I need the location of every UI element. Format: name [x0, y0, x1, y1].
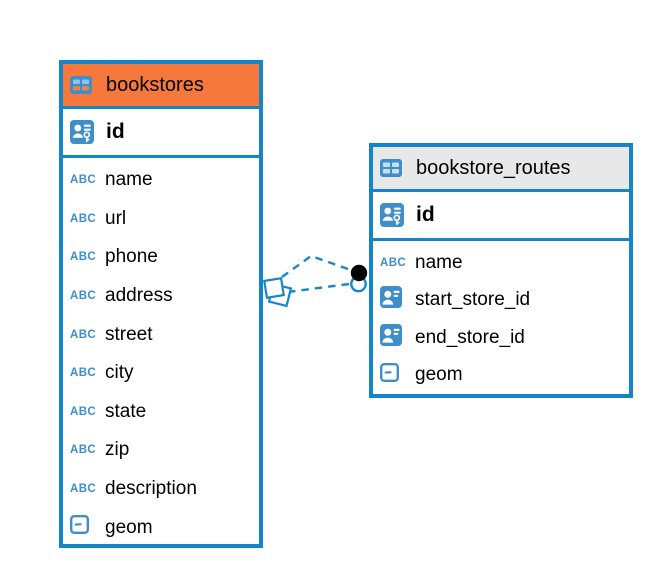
column-label: street [105, 323, 153, 345]
text-type-icon: ABC [70, 251, 97, 264]
column-type-icon-slot [380, 323, 408, 352]
column-type-icon-slot: ABC [70, 366, 98, 380]
geometry-type-icon [380, 362, 400, 388]
column-type-icon-slot: ABC [70, 173, 98, 187]
reference-type-icon [380, 323, 402, 352]
connector-circle-endpoint[interactable] [350, 264, 368, 293]
primary-key-row[interactable]: id [63, 109, 259, 158]
column-type-icon-slot [70, 515, 98, 540]
relationship-line-upper[interactable] [281, 254, 352, 278]
primary-key-row[interactable]: id [373, 192, 629, 241]
table-title: bookstore_routes [416, 156, 571, 179]
column-row-geom[interactable]: geom [373, 357, 629, 395]
relationship-lines[interactable] [281, 254, 352, 294]
text-type-icon: ABC [70, 366, 97, 380]
column-type-icon-slot: ABC [380, 256, 408, 270]
column-row-start_store_id[interactable]: start_store_id [373, 282, 629, 320]
column-type-icon-slot [380, 286, 408, 314]
table-bookstore-routes[interactable]: bookstore_routes id ABC name start_store_… [369, 143, 633, 398]
table-icon [380, 159, 408, 177]
text-type-icon: ABC [380, 256, 407, 270]
text-type-icon: ABC [70, 405, 97, 419]
primary-key-icon [380, 203, 408, 227]
column-label: geom [415, 364, 463, 386]
column-label: name [415, 251, 463, 273]
column-label: geom [105, 516, 153, 538]
column-row-geom[interactable]: geom [63, 508, 259, 544]
text-type-icon: ABC [70, 328, 97, 341]
column-type-icon-slot: ABC [70, 405, 98, 419]
geometry-type-icon [70, 515, 90, 540]
column-label: state [105, 400, 147, 422]
table-header[interactable]: bookstore_routes [373, 147, 629, 192]
column-row-end_store_id[interactable]: end_store_id [373, 319, 629, 357]
connector-diamond-endpoint[interactable] [263, 277, 293, 308]
relationship-line-lower[interactable] [287, 282, 350, 294]
column-type-icon-slot: ABC [70, 212, 98, 226]
column-row-description[interactable]: ABC description [63, 470, 259, 509]
column-label: description [105, 478, 197, 500]
column-type-icon-slot: ABC [70, 444, 98, 457]
column-row-state[interactable]: ABC state [63, 393, 259, 432]
column-row-zip[interactable]: ABC zip [63, 431, 259, 470]
table-columns: ABC name start_store_id end_store_id geom [373, 241, 629, 394]
column-label: url [105, 207, 127, 229]
reference-type-icon [380, 286, 402, 314]
column-label: address [105, 285, 173, 307]
column-label: start_store_id [415, 289, 531, 311]
primary-key-icon [70, 120, 98, 144]
column-type-icon-slot: ABC [70, 251, 98, 264]
primary-key-label: id [106, 120, 125, 143]
column-type-icon-slot [380, 362, 408, 388]
column-label: phone [105, 246, 158, 268]
text-type-icon: ABC [70, 482, 97, 496]
column-row-city[interactable]: ABC city [63, 354, 259, 393]
column-label: name [105, 169, 153, 191]
table-title: bookstores [106, 73, 204, 96]
column-row-url[interactable]: ABC url [63, 200, 259, 239]
column-row-street[interactable]: ABC street [63, 315, 259, 354]
column-row-phone[interactable]: ABC phone [63, 238, 259, 277]
column-type-icon-slot: ABC [70, 289, 98, 303]
table-icon [70, 76, 98, 94]
column-type-icon-slot: ABC [70, 328, 98, 341]
column-row-name[interactable]: ABC name [63, 161, 259, 200]
column-label: end_store_id [415, 326, 525, 348]
text-type-icon: ABC [70, 212, 97, 226]
text-type-icon: ABC [70, 444, 97, 457]
text-type-icon: ABC [70, 173, 97, 187]
column-label: zip [105, 439, 130, 461]
column-row-name[interactable]: ABC name [373, 244, 629, 282]
primary-key-label: id [416, 203, 435, 226]
column-row-address[interactable]: ABC address [63, 277, 259, 316]
column-type-icon-slot: ABC [70, 482, 98, 496]
table-header[interactable]: bookstores [63, 64, 259, 109]
text-type-icon: ABC [70, 289, 97, 303]
column-label: city [105, 362, 134, 384]
